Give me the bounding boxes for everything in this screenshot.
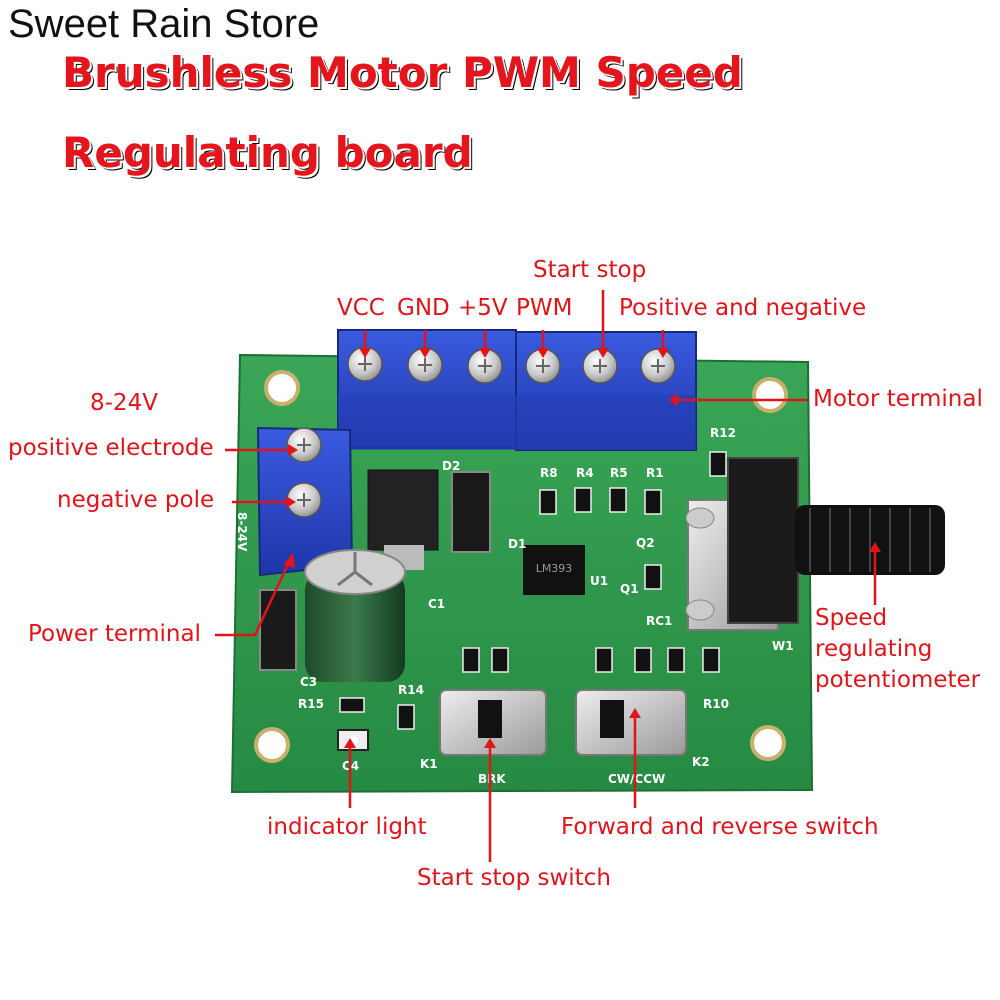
label-start-stop-switch: Start stop switch — [417, 865, 611, 891]
silk-d2: D2 — [442, 459, 460, 473]
potentiometer — [685, 457, 945, 631]
label-start-stop: Start stop — [533, 257, 647, 283]
silk-c1: C1 — [428, 597, 445, 611]
store-name: Sweet Rain Store — [8, 2, 320, 46]
title-line-2: Regulating board — [62, 128, 473, 177]
pcb-board — [230, 353, 814, 794]
silk-r1: R1 — [646, 466, 664, 480]
leader-lines — [215, 290, 881, 862]
label-positive-electrode: positive electrode — [8, 435, 214, 461]
silk-rc1: RC1 — [646, 614, 672, 628]
silk-brk: BRK — [478, 772, 506, 786]
silk-w1: W1 — [772, 639, 794, 653]
ic-chip: LM393 — [523, 545, 585, 595]
silk-q2: Q2 — [636, 536, 655, 550]
silk-power-mark: 8-24V — [235, 512, 249, 552]
label-5v: +5V — [458, 295, 508, 321]
silk-r10: R10 — [703, 697, 729, 711]
silk-r4: R4 — [576, 466, 594, 480]
silk-k1: K1 — [420, 757, 438, 771]
label-speed-pot-1: Speed — [815, 605, 888, 631]
silk-q1: Q1 — [620, 582, 639, 596]
slide-switches — [439, 689, 687, 756]
label-pwm: PWM — [516, 295, 573, 321]
label-speed-pot-2: regulating — [815, 636, 933, 662]
label-negative-pole: negative pole — [57, 487, 215, 513]
title-line-1: Brushless Motor PWM Speed — [62, 48, 743, 97]
power-terminal-block — [256, 426, 354, 577]
silk-r15: R15 — [298, 697, 324, 711]
silkscreen: R12 R8 R4 R5 R1 D2 D1 Q2 Q1 U1 C1 C3 C4 … — [235, 426, 794, 786]
silk-c3: C3 — [300, 675, 317, 689]
label-gnd: GND — [397, 295, 450, 321]
chip-label: LM393 — [536, 562, 573, 575]
silk-r14: R14 — [398, 683, 424, 697]
silk-cw-ccw: CW/CCW — [608, 772, 665, 786]
indicator-led — [337, 729, 369, 751]
capacitor — [304, 549, 406, 682]
label-forward-reverse: Forward and reverse switch — [561, 814, 879, 840]
label-positive-negative: Positive and negative — [619, 295, 867, 321]
silk-r12: R12 — [710, 426, 736, 440]
label-power-terminal: Power terminal — [28, 621, 201, 647]
label-speed-pot-3: potentiometer — [815, 667, 981, 693]
label-motor-terminal: Motor terminal — [813, 386, 983, 412]
silk-r8: R8 — [540, 466, 558, 480]
signal-terminal-block — [337, 329, 697, 451]
label-indicator-light: indicator light — [267, 814, 427, 840]
silk-r5: R5 — [610, 466, 628, 480]
silk-u1: U1 — [590, 574, 608, 588]
silk-k2: K2 — [692, 755, 710, 769]
label-voltage: 8-24V — [90, 390, 158, 416]
silk-d1: D1 — [508, 537, 526, 551]
smd-resistors — [339, 451, 727, 730]
label-vcc: VCC — [337, 295, 385, 321]
